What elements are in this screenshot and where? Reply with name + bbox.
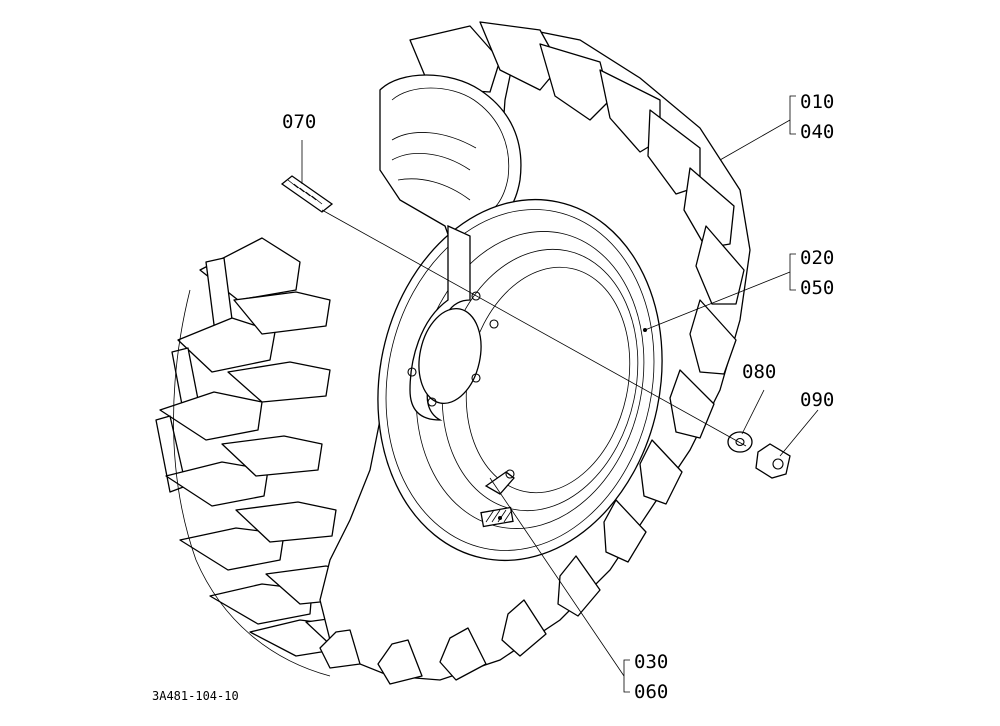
callout-code: 030 (634, 651, 668, 673)
bolt-hole (427, 397, 437, 407)
callout-code: 040 (800, 121, 834, 143)
leader-lines (301, 95, 819, 693)
callout-080: 080 (742, 361, 776, 383)
callout-code: 020 (800, 247, 834, 269)
callout-code: 050 (800, 277, 834, 299)
nut (755, 443, 791, 479)
callout-070: 070 (282, 111, 316, 133)
callout-code: 060 (634, 681, 668, 703)
tire-left-lugs (155, 237, 399, 677)
callout-010-040: 010 040 (800, 91, 834, 143)
bolt-hole (407, 367, 417, 377)
callout-code: 070 (282, 111, 316, 133)
bolt-hole (489, 319, 499, 329)
callout-030-060: 030 060 (634, 651, 668, 703)
bolt-hole (471, 291, 481, 301)
hub-disc (407, 224, 499, 421)
callout-code: 010 (800, 91, 834, 113)
callout-code: 090 (800, 389, 834, 411)
callout-020-050: 020 050 (800, 247, 834, 299)
callout-code: 080 (742, 361, 776, 383)
stud-bolt (280, 175, 334, 213)
valve-stem (484, 469, 515, 495)
washer (727, 431, 753, 453)
drawing-code: 3A481-104-10 (152, 689, 239, 703)
callout-090: 090 (800, 389, 834, 411)
rim-label-plate (480, 506, 514, 528)
bolt-hole (471, 373, 481, 383)
